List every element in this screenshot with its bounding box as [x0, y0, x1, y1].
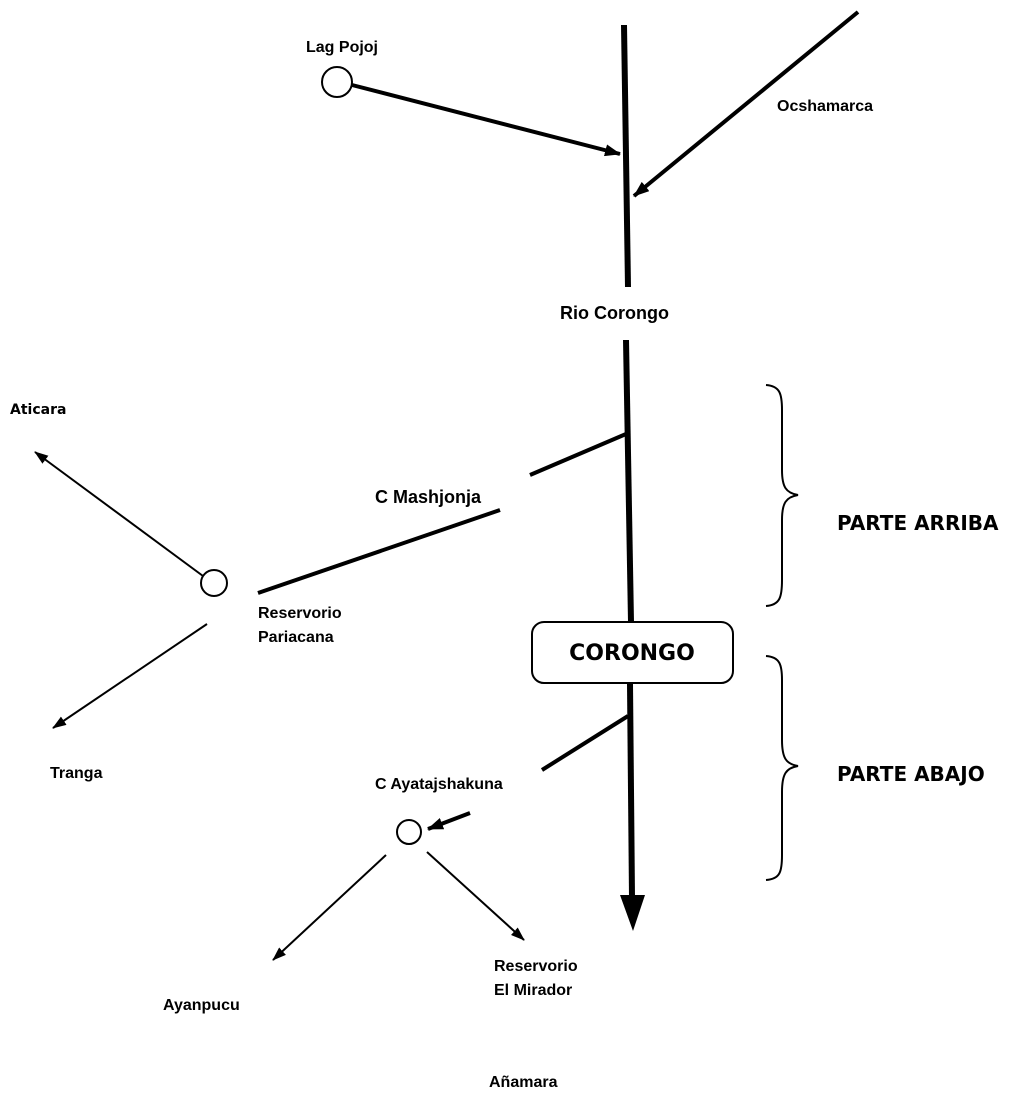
reservorio-pariacana-label-2: Pariacana — [258, 629, 334, 646]
to-aticara-arrow — [34, 451, 204, 577]
main-river-arrowhead — [620, 895, 645, 931]
lag-pojoj-label: Lag Pojoj — [306, 39, 378, 56]
c-ayatajshakuna-canal — [540, 714, 630, 772]
parte-abajo-brace — [765, 655, 799, 881]
c-mashjonja-label: C Mashjonja — [375, 487, 482, 507]
to-el-mirador-arrow — [426, 851, 525, 941]
tranga-label: Tranga — [50, 765, 103, 782]
ocshamarca-label: Ocshamarca — [777, 98, 873, 115]
reservorio-pariacana-node — [200, 569, 228, 597]
ayanpucu-label: Ayanpucu — [163, 997, 240, 1014]
parte-arriba-brace — [765, 384, 799, 607]
reservorio-el-mirador-label-2: El Mirador — [494, 982, 572, 999]
ayatajshakuna-reservoir-node — [396, 819, 422, 845]
main-river-upper — [621, 24, 631, 288]
c-ayatajshakuna-canal-lower — [427, 811, 471, 831]
parte-abajo-label: PARTE ABAJO — [837, 762, 985, 786]
c-mashjonja-canal-upper — [529, 432, 627, 477]
c-ayatajshakuna-label: C Ayatajshakuna — [375, 776, 503, 793]
to-tranga-arrow — [52, 623, 208, 729]
reservorio-el-mirador-label-1: Reservorio — [494, 958, 578, 975]
reservorio-pariacana-label-1: Reservorio — [258, 605, 342, 622]
corongo-box — [531, 621, 734, 684]
ocshamarca-stream — [632, 10, 860, 198]
c-mashjonja-canal-lower — [257, 508, 501, 595]
main-river-middle — [623, 339, 634, 623]
aticara-label: Aticara — [10, 402, 66, 418]
corongo-label: CORONGO — [569, 641, 695, 666]
lag-pojoj-node — [321, 66, 353, 98]
rio-corongo-label: Rio Corongo — [560, 303, 669, 323]
to-ayanpucu-arrow — [272, 854, 387, 961]
parte-arriba-label: PARTE ARRIBA — [837, 511, 999, 535]
main-river-lower — [627, 683, 635, 899]
lag-pojoj-stream — [351, 83, 621, 157]
anamara-label: Añamara — [489, 1074, 558, 1091]
